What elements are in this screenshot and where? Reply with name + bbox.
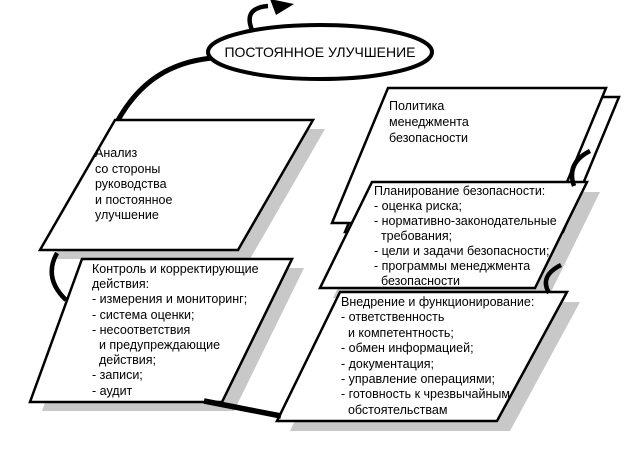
planning-parallelogram [317, 180, 590, 290]
analysis-to-control-hook [49, 251, 68, 302]
continuous-improvement-ellipse [206, 23, 434, 81]
continuous-improvement-label: ПОСТОЯННОЕ УЛУЧШЕНИЕ [224, 44, 416, 60]
analysis-parallelogram [37, 118, 316, 252]
planning-box-text: Планирование безопасности: - оценка риск… [374, 184, 557, 288]
cycle-exit-arrowhead-icon [270, 0, 294, 15]
implementation-box-text: Внедрение и функционирование: - ответств… [341, 295, 535, 417]
control-to-implementation-link [203, 398, 282, 419]
control-box-text: Контроль и корректирующие действия: - из… [92, 262, 259, 398]
policy-to-planning-hook [569, 148, 592, 187]
cycle-curve-connector [114, 55, 213, 124]
analysis-box-text: Анализ со стороны руководства и постоянн… [95, 146, 173, 222]
cycle-exit-arrow-shaft [247, 3, 269, 31]
planning-to-implementation-hook [543, 262, 563, 295]
implementation-parallelogram [274, 290, 570, 423]
policy-box-text: Политика менеджмента безопасности [389, 99, 469, 145]
